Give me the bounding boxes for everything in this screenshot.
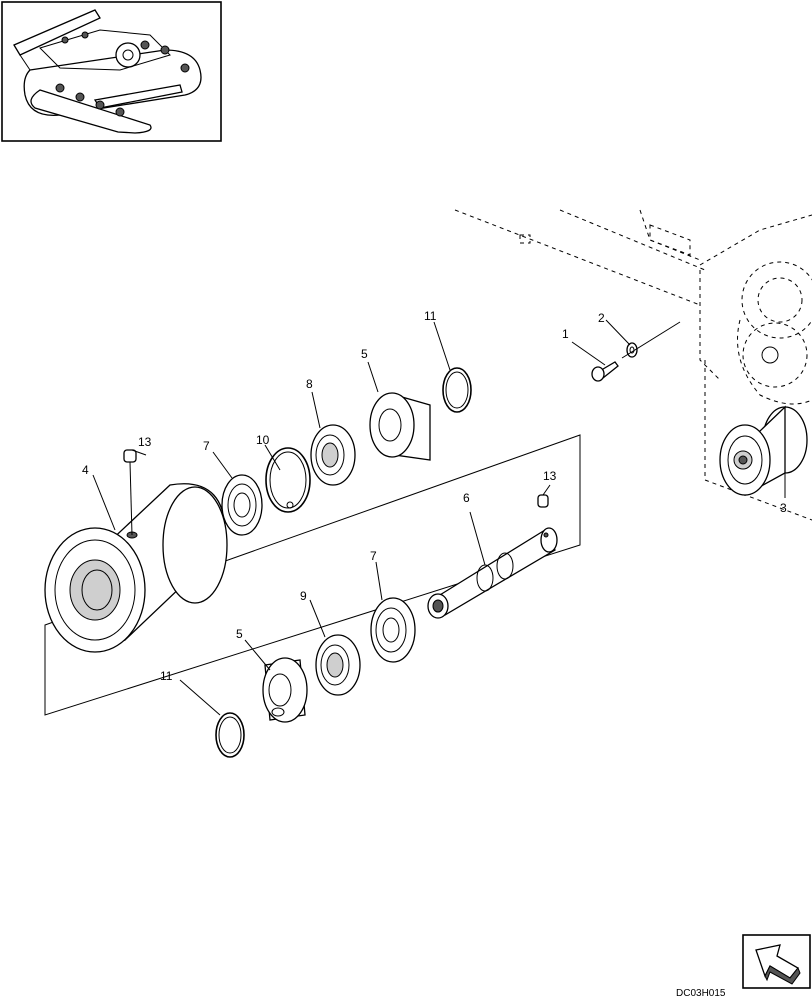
- callout-11-upper: 11: [424, 309, 437, 323]
- callout-7-upper: 7: [203, 439, 210, 453]
- callout-5-upper: 5: [361, 347, 368, 361]
- plug-lower: [537, 494, 549, 508]
- callout-2: 2: [598, 311, 605, 325]
- callout-3: 3: [780, 501, 787, 515]
- bolt-and-washer: [591, 321, 681, 382]
- retaining-ring: [265, 447, 311, 513]
- callout-8: 8: [306, 377, 313, 391]
- collar-upper: [369, 392, 431, 461]
- callout-9: 9: [300, 589, 307, 603]
- callout-10: 10: [256, 433, 270, 447]
- callout-7-lower: 7: [370, 549, 377, 563]
- snap-ring-upper: [442, 367, 472, 413]
- callout-11-lower: 11: [160, 669, 173, 683]
- next-page-arrow-icon[interactable]: [742, 934, 811, 989]
- exploded-view-outline: [44, 434, 581, 716]
- callout-13-upper: 13: [138, 435, 152, 449]
- installed-track-roller: [719, 405, 808, 496]
- callout-5-lower: 5: [236, 627, 243, 641]
- floating-seal: [310, 424, 356, 486]
- roller-body: [44, 483, 228, 653]
- callout-4: 4: [82, 463, 89, 477]
- callout-labels: 1 2 3 4 5 5 6 7 7 8 9 10 11 11 13 13: [82, 309, 787, 683]
- snap-ring-lower: [215, 712, 245, 758]
- callout-6: 6: [463, 491, 470, 505]
- plug-upper: [123, 449, 137, 536]
- collar-lower: [262, 657, 308, 723]
- oil-seal: [315, 634, 361, 696]
- callout-13-lower: 13: [543, 469, 557, 483]
- callout-1: 1: [562, 327, 569, 341]
- ball-bearing-upper: [221, 474, 263, 536]
- ball-bearing-lower: [370, 597, 416, 663]
- leader-lines: [92, 319, 786, 716]
- excavator-undercarriage-locator-icon: [13, 9, 202, 134]
- roller-shaft: [427, 527, 558, 619]
- drawing-code: DC03H015: [676, 988, 726, 999]
- track-frame-outline: [454, 209, 812, 521]
- locator-thumbnail: [1, 1, 222, 142]
